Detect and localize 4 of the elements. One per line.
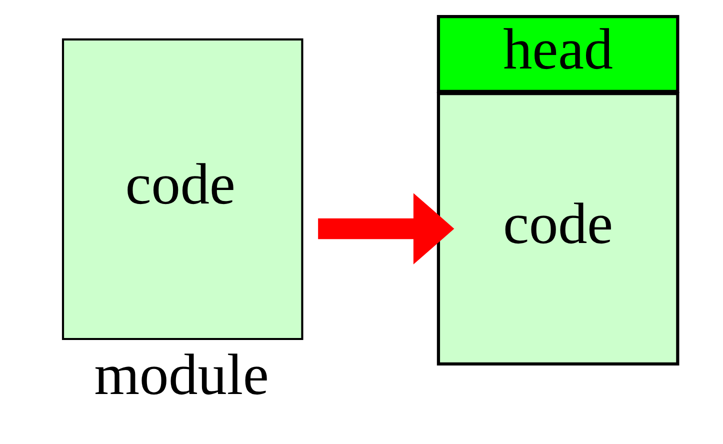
node-label: module: [94, 342, 269, 407]
node-box: code: [436, 92, 680, 366]
node-box: head: [436, 15, 680, 94]
arrow: [318, 193, 454, 264]
